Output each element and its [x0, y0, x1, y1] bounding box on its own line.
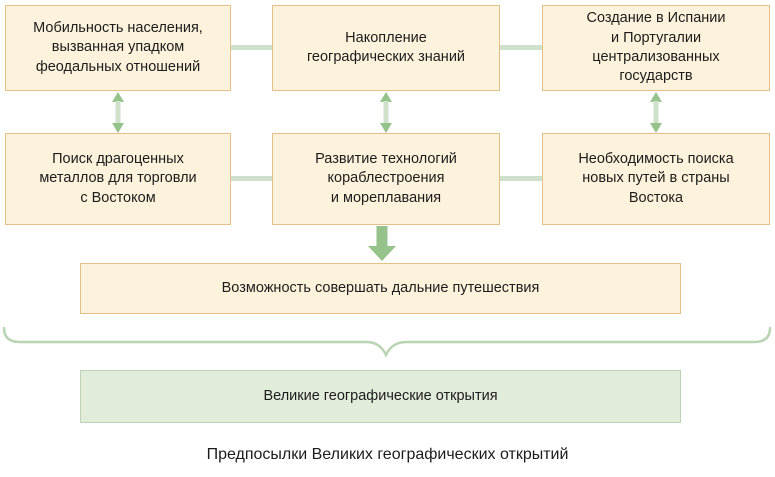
box-new-routes-need: Необходимость поиска новых путей в стран…: [542, 133, 770, 225]
box-precious-metals: Поиск драгоценных металлов для торговли …: [5, 133, 231, 225]
box-geographic-knowledge: Накопление географических знаний: [272, 5, 500, 91]
box-long-voyages-possibility: Возможность совершать дальние путешестви…: [80, 263, 681, 314]
box-centralized-states: Создание в Испании и Португалии централи…: [542, 5, 770, 91]
box-great-geographic-discoveries: Великие географические открытия: [80, 370, 681, 423]
vertical-arrow-center: [380, 92, 392, 133]
diagram-caption: Предпосылки Великих географических откры…: [206, 446, 569, 463]
connector-top-left: [231, 45, 272, 50]
vertical-arrow-left: [112, 92, 124, 133]
connector-top-right: [500, 45, 542, 50]
big-down-arrow: [368, 226, 396, 261]
connector-middle-right: [500, 176, 542, 181]
box-shipbuilding-technology: Развитие технологий кораблестроения и мо…: [272, 133, 500, 225]
box-population-mobility: Мобильность населения, вызванная упадком…: [5, 5, 231, 91]
vertical-arrow-right: [650, 92, 662, 133]
curly-brace: [2, 326, 772, 358]
connector-middle-left: [231, 176, 272, 181]
